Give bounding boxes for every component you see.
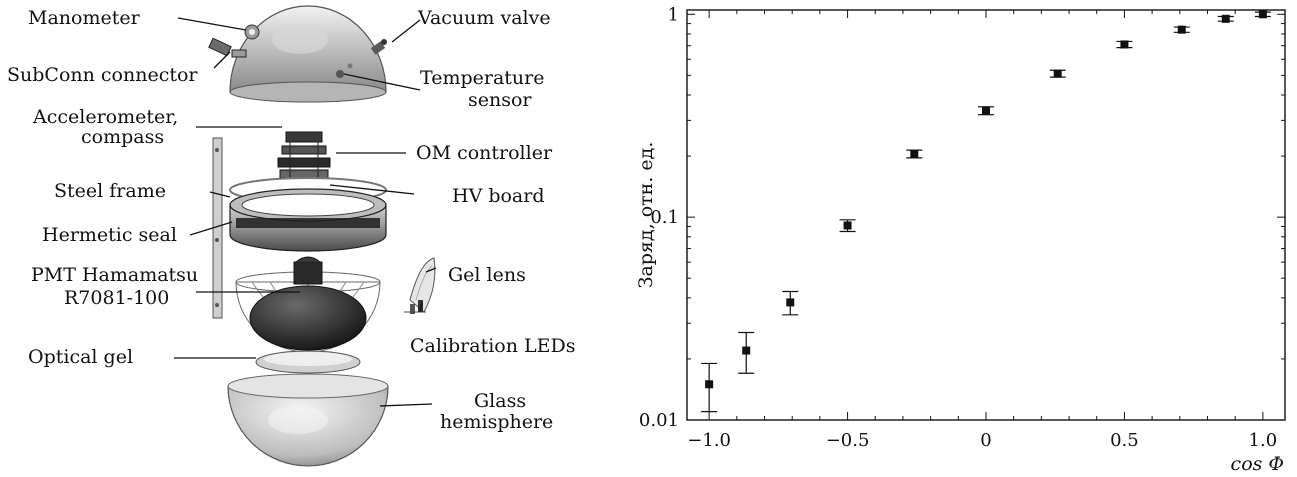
data-point [1254, 10, 1271, 19]
point-marker [786, 298, 795, 307]
label-pmt-model: R7081-100 [64, 287, 169, 309]
leader-lines [174, 17, 437, 407]
y-tick-label: 0.1 [650, 207, 679, 228]
data-point [906, 149, 923, 159]
label-calibration-leds: Calibration LEDs [410, 335, 576, 357]
vacuum-valve-part [370, 39, 387, 55]
label-gel-lens: Gel lens [448, 264, 526, 286]
x-tick-label: 0.5 [1110, 430, 1139, 451]
label-temperature: Temperature [420, 67, 544, 89]
point-marker [1221, 14, 1230, 23]
hermetic-seal-ring [229, 177, 387, 252]
top-hemisphere [229, 5, 387, 103]
subconn-connector-part [208, 37, 247, 58]
pmt-part [235, 256, 381, 353]
label-subconn-connector: SubConn connector [7, 64, 198, 86]
label-optical-gel: Optical gel [28, 346, 133, 368]
x-axis-ticks: −1.0 −0.5 0 0.5 1.0 [687, 10, 1277, 451]
x-tick-label: 1.0 [1249, 430, 1278, 451]
point-marker [1053, 69, 1062, 78]
optical-module-illustration: Manometer Vacuum valve SubConn connector… [7, 5, 576, 467]
label-vacuum-valve: Vacuum valve [417, 7, 551, 29]
point-marker [705, 380, 714, 389]
data-points [701, 10, 1271, 413]
data-point [1116, 40, 1133, 49]
y-tick-label: 1 [668, 4, 679, 25]
point-marker [1120, 40, 1129, 49]
label-compass: compass [81, 126, 164, 148]
x-axis-label: cos Φ [1231, 453, 1284, 475]
data-point [782, 290, 799, 316]
point-marker [843, 221, 852, 230]
label-steel-frame: Steel frame [54, 180, 166, 202]
label-hermetic-seal: Hermetic seal [42, 224, 177, 246]
glass-hemisphere-part [227, 373, 389, 467]
y-tick-label: 0.01 [639, 410, 679, 431]
calibration-leds-part [404, 300, 426, 314]
data-point [1049, 69, 1066, 78]
data-point [1217, 14, 1234, 23]
manometer-part [244, 24, 260, 40]
y-axis-ticks: 0.01 0.1 1 [639, 4, 1285, 431]
point-marker [742, 346, 751, 355]
label-sensor: sensor [468, 89, 532, 111]
data-point [1173, 25, 1190, 34]
label-hv-board: HV board [452, 185, 545, 207]
point-marker [982, 106, 990, 115]
point-marker [1177, 25, 1186, 34]
data-point [738, 331, 755, 374]
label-glass: Glass [474, 390, 526, 412]
point-marker [1258, 10, 1267, 19]
diagram-labels: Manometer Vacuum valve SubConn connector… [7, 7, 576, 433]
label-om-controller: OM controller [416, 142, 553, 164]
label-manometer: Manometer [28, 7, 141, 29]
y-axis-label: Заряд, отн. ед. [635, 142, 657, 289]
x-tick-label: 0 [980, 430, 991, 451]
x-tick-label: −0.5 [826, 430, 870, 451]
label-accelerometer: Accelerometer, [32, 106, 178, 128]
optical-gel-part [255, 350, 361, 374]
data-point [701, 362, 718, 413]
plot-frame [686, 9, 1286, 421]
label-pmt-hamamatsu: PMT Hamamatsu [31, 264, 198, 286]
temperature-sensor-part [336, 63, 353, 78]
electronics-stack [277, 131, 331, 179]
data-point [978, 106, 994, 116]
point-marker [910, 149, 919, 158]
label-hemisphere: hemisphere [440, 411, 553, 433]
charge-vs-cosphi-chart: −1.0 −0.5 0 0.5 1.0 0.01 0.1 1 cos Φ Заряд, от… [635, 4, 1286, 475]
data-point [839, 219, 856, 233]
x-tick-label: −1.0 [687, 430, 731, 451]
